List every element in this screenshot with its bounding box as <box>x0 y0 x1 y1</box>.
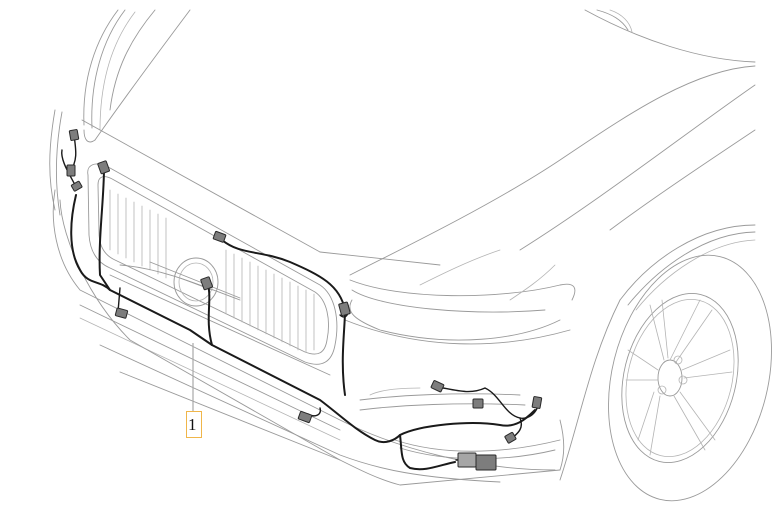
connector-icon <box>114 307 129 319</box>
callout-label-1[interactable]: 1 <box>186 411 202 438</box>
grille-slats <box>109 189 315 353</box>
connector-icon <box>457 452 477 468</box>
connector-icon <box>66 164 76 177</box>
connectors <box>66 129 543 471</box>
connector-icon <box>200 276 213 291</box>
connector-icon <box>531 396 543 409</box>
connector-icon <box>70 180 83 192</box>
connector-icon <box>475 454 497 471</box>
connector-icon <box>212 230 227 243</box>
connector-icon <box>504 431 517 444</box>
wheel-spokes <box>625 299 733 456</box>
fender-outline <box>559 224 756 481</box>
front-wheel <box>608 254 772 502</box>
connector-icon <box>97 160 110 175</box>
connector-icon <box>472 398 484 409</box>
connector-icon <box>338 301 351 317</box>
grille-outline <box>87 163 338 376</box>
hood-outline <box>81 9 756 276</box>
connector-icon <box>297 410 313 424</box>
connector-icon <box>430 380 445 393</box>
connector-icon <box>68 129 80 141</box>
headlamp-outline <box>344 249 576 345</box>
